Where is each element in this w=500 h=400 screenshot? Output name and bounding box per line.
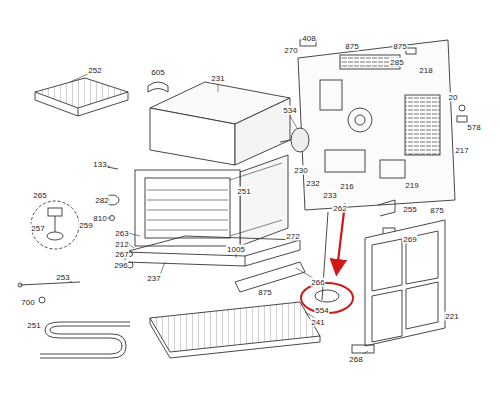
callout-number: 1005 <box>226 245 246 254</box>
callout-number: 266 <box>310 278 325 287</box>
callout-number: 272 <box>285 232 300 241</box>
callout-number: 259 <box>78 221 93 230</box>
callout-number: 233 <box>322 191 337 200</box>
callout-number: 255 <box>402 205 417 214</box>
callout-number: 578 <box>466 123 481 132</box>
callout-number: 700 <box>20 298 35 307</box>
callout-number: 270 <box>283 46 298 55</box>
callout-number: 20 <box>448 93 459 102</box>
callout-number: 241 <box>310 318 325 327</box>
callout-number: 408 <box>301 34 316 43</box>
callout-number: 217 <box>454 146 469 155</box>
callout-number: 269 <box>402 235 417 244</box>
callout-number: 237 <box>146 274 161 283</box>
callout-number: 219 <box>404 181 419 190</box>
callout-number: 262 <box>332 204 347 213</box>
callout-number: 216 <box>339 182 354 191</box>
callout-number: 263 <box>114 229 129 238</box>
callout-number: 268 <box>348 355 363 364</box>
callout-number: 251 <box>236 187 251 196</box>
callout-number: 296 <box>113 261 128 270</box>
callout-number: 230 <box>293 166 308 175</box>
callout-number: 212 <box>114 240 129 249</box>
callout-number: 875 <box>392 42 407 51</box>
callout-number: 267 <box>114 250 129 259</box>
callout-number: 133 <box>92 160 107 169</box>
callout-number: 221 <box>444 312 459 321</box>
callout-number: 231 <box>210 74 225 83</box>
callout-number: 875 <box>429 206 444 215</box>
callout-number: 252 <box>87 66 102 75</box>
callout-number: 265 <box>32 191 47 200</box>
callout-number: 875 <box>257 288 272 297</box>
callout-number: 282 <box>94 196 109 205</box>
callout-number: 605 <box>150 68 165 77</box>
callout-number: 554 <box>314 306 329 315</box>
callout-number: 534 <box>282 106 297 115</box>
callout-number: 218 <box>418 66 433 75</box>
callout-number: 257 <box>30 224 45 233</box>
callout-number: 253 <box>55 273 70 282</box>
callout-number: 810 <box>92 214 107 223</box>
callout-number: 232 <box>305 179 320 188</box>
callout-number: 285 <box>389 58 404 67</box>
callout-number: 875 <box>344 42 359 51</box>
callout-number: 251 <box>26 321 41 330</box>
